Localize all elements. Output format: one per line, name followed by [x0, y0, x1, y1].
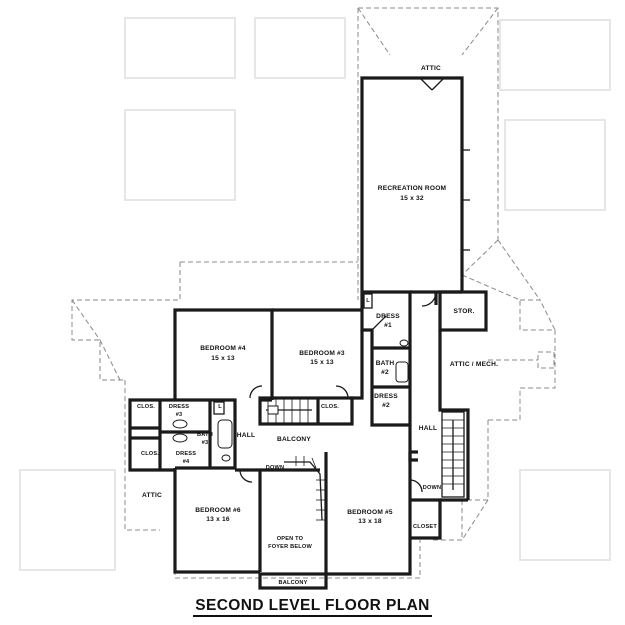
bedrooms-3-4: [173, 308, 364, 402]
center-stair: [258, 396, 354, 426]
label-dress-3-num: #3: [176, 412, 183, 418]
label-attic-mech: ATTIC / MECH.: [450, 361, 498, 368]
room-labels: ATTIC RECREATION ROOM 15 x 32 BEDROOM #4…: [137, 65, 498, 586]
label-bedroom-4: BEDROOM #4: [200, 345, 246, 352]
label-attic-left: ATTIC: [142, 492, 162, 499]
plan-title: SECOND LEVEL FLOOR PLAN: [0, 597, 625, 617]
label-clos-stair: CLOS.: [321, 404, 339, 410]
left-wing: [128, 398, 237, 472]
label-clos-left-bottom: CLOS.: [141, 451, 159, 457]
label-attic-top: ATTIC: [421, 65, 441, 72]
label-dress-4: DRESS: [176, 451, 196, 457]
bedroom-5: [324, 450, 468, 576]
label-bedroom-6-size: 13 x 16: [206, 516, 230, 523]
label-l-bath-3: L: [218, 404, 222, 410]
label-dress-4-num: #4: [183, 459, 190, 465]
label-bedroom-3: BEDROOM #3: [299, 350, 345, 357]
label-recreation-room-size: 15 x 32: [400, 195, 424, 202]
label-bath-3: BATH: [197, 432, 213, 438]
label-bath-2: BATH: [376, 360, 395, 367]
label-dress-2-num: #2: [382, 402, 390, 409]
right-hall: [408, 290, 470, 500]
label-storage: STOR.: [453, 308, 474, 315]
label-bath-3-num: #3: [202, 440, 209, 446]
label-bedroom-6: BEDROOM #6: [195, 507, 241, 514]
label-bedroom-5: BEDROOM #5: [347, 509, 393, 516]
label-foyer-below: FOYER BELOW: [268, 544, 312, 550]
label-down-center: DOWN: [266, 465, 285, 471]
label-balcony-lower: BALCONY: [278, 580, 307, 586]
label-bedroom-5-size: 13 x 18: [358, 518, 382, 525]
label-clos-left-top: CLOS.: [137, 404, 155, 410]
label-hall-left: HALL: [237, 432, 255, 439]
label-bedroom-4-size: 15 x 13: [211, 355, 235, 362]
label-l-dress-1: L: [366, 298, 370, 304]
roof-outline: [71, 7, 556, 579]
label-dress-3: DRESS: [169, 404, 189, 410]
label-balcony-upper: BALCONY: [277, 436, 311, 443]
background-ghost-outline: [19, 17, 611, 571]
label-bedroom-3-size: 15 x 13: [310, 359, 334, 366]
label-dress-2: DRESS: [374, 393, 398, 400]
label-hall-right: HALL: [419, 425, 437, 432]
open-to-foyer: [258, 456, 328, 590]
recreation-room: [360, 76, 470, 307]
label-down-right: DOWN: [423, 485, 442, 491]
label-dress-1-num: #1: [384, 322, 392, 329]
label-dress-1: DRESS: [376, 313, 400, 320]
label-recreation-room: RECREATION ROOM: [378, 185, 447, 192]
storage-room: [438, 290, 488, 332]
label-closet: CLOSET: [413, 524, 437, 530]
plan-title-text: SECOND LEVEL FLOOR PLAN: [193, 597, 432, 617]
label-open-to: OPEN TO: [277, 536, 304, 542]
label-bath-2-num: #2: [381, 369, 389, 376]
